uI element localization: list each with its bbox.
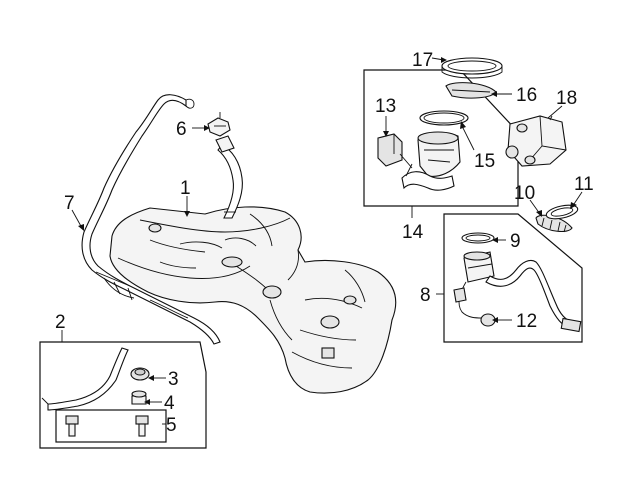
callout-12: 12 [516,311,537,332]
filter-element [535,214,573,233]
bolt-left [65,415,79,437]
callout-6: 6 [176,119,187,140]
callout-16: 16 [516,85,537,106]
breather-line [81,94,221,345]
callout-10: 10 [514,183,535,204]
callout-11: 11 [574,174,594,195]
vent-valve [207,112,231,137]
seal-ring-11 [545,204,579,220]
fuel-pump-box [363,69,519,207]
callout-4: 4 [164,393,175,414]
sender-box [443,213,583,343]
callout-3: 3 [168,369,179,390]
callout-18: 18 [556,88,577,109]
seal-16 [445,82,497,99]
fuel-tank [109,206,397,394]
callout-14: 14 [402,222,424,243]
leader-lines [61,57,583,425]
callout-7: 7 [64,193,75,214]
lock-ring [441,57,503,79]
callout-8: 8 [420,285,431,306]
callout-2: 2 [55,312,66,333]
bolt-right [135,415,149,437]
filler-neck [215,135,243,219]
hardware-box [39,341,207,449]
callout-13: 13 [375,96,396,117]
callout-5: 5 [166,415,177,436]
callout-15: 15 [474,151,495,172]
callout-9: 9 [510,231,521,252]
callout-17: 17 [412,50,433,71]
canister [505,115,567,167]
callout-1: 1 [180,178,191,199]
